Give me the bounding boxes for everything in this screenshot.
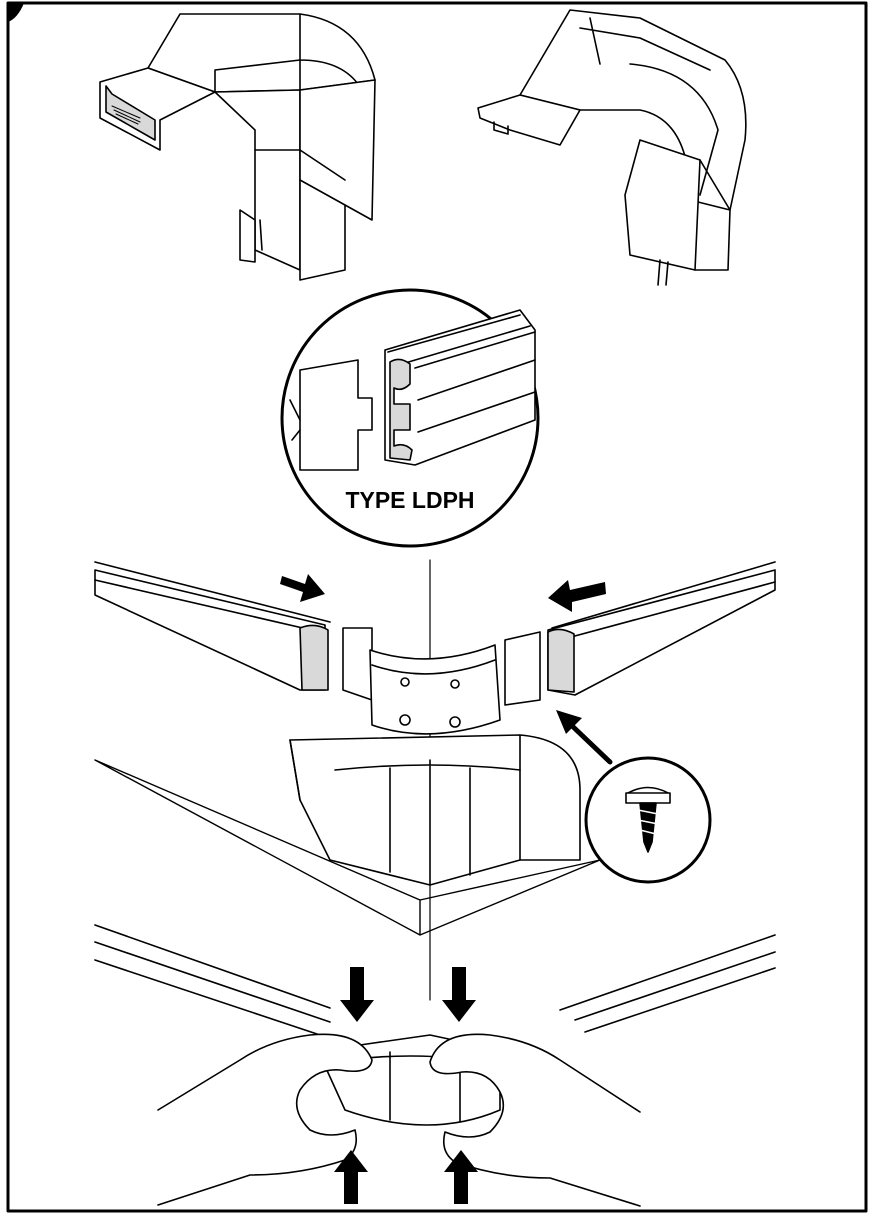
internal-corner-part <box>477 9 747 286</box>
page-frame <box>6 1 868 1213</box>
push-arrow-icon <box>556 710 613 765</box>
wall-corner-assembly <box>94 559 776 1001</box>
screw-icon <box>625 786 671 853</box>
push-arrow-icon <box>340 967 374 1022</box>
push-arrow-icon <box>334 1150 368 1204</box>
push-arrow-icon <box>280 574 325 602</box>
step-badge <box>8 3 24 22</box>
external-corner-part <box>99 13 376 281</box>
hand-icon <box>157 1033 373 1206</box>
push-arrow-icon <box>548 580 606 612</box>
push-arrow-icon <box>442 967 476 1022</box>
screw-callout <box>584 756 712 884</box>
push-arrow-icon <box>444 1150 478 1204</box>
profile-detail-callout <box>280 288 540 548</box>
hands-snapping-cover <box>94 924 776 1207</box>
callout-label: TYPE LDPH <box>345 487 474 513</box>
